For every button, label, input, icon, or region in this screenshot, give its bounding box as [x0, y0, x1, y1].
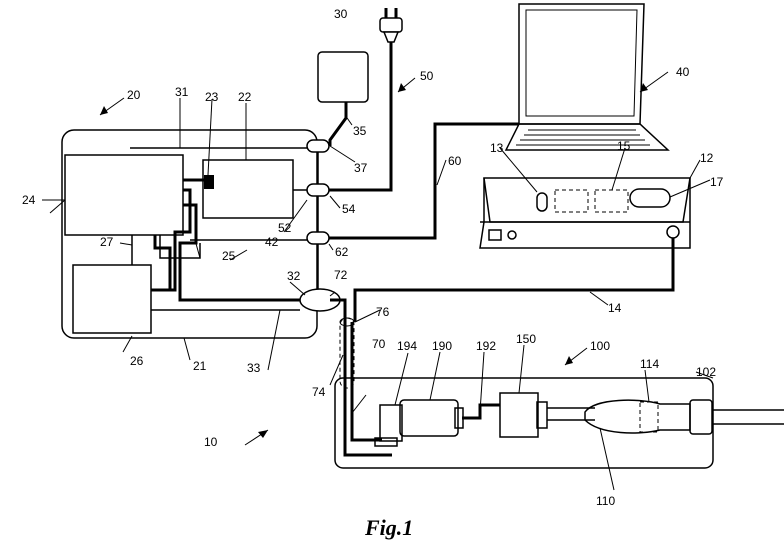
- label-70: 70: [372, 337, 386, 351]
- cable-192: [462, 405, 500, 418]
- label-40: 40: [676, 65, 690, 79]
- label-72: 72: [334, 268, 348, 282]
- control-unit-12: [480, 178, 690, 248]
- power-supply-30: [318, 52, 368, 102]
- label-17: 17: [710, 175, 724, 189]
- label-13: 13: [490, 141, 504, 155]
- label-76: 76: [376, 305, 390, 319]
- label-23: 23: [205, 90, 219, 104]
- label-150: 150: [516, 332, 536, 346]
- label-190: 190: [432, 339, 452, 353]
- label-33: 33: [247, 361, 261, 375]
- cable-35: [330, 102, 346, 146]
- label-21: 21: [193, 359, 207, 373]
- label-22: 22: [238, 90, 252, 104]
- label-10: 10: [204, 435, 218, 449]
- label-192: 192: [476, 339, 496, 353]
- cable-14: [355, 238, 673, 322]
- label-54: 54: [342, 202, 356, 216]
- component-194: [380, 405, 402, 441]
- laptop-40: [506, 4, 668, 150]
- plug-icon: [380, 8, 402, 42]
- label-30: 30: [334, 7, 348, 21]
- label-24: 24: [22, 193, 36, 207]
- label-27: 27: [100, 235, 114, 249]
- component-190: [400, 400, 458, 436]
- label-42: 42: [265, 235, 279, 249]
- label-74: 74: [312, 385, 326, 399]
- label-110: 110: [596, 494, 615, 508]
- label-194: 194: [397, 339, 417, 353]
- label-102: 102: [696, 365, 716, 379]
- label-60: 60: [448, 154, 462, 168]
- arrow-heads: [100, 83, 648, 438]
- label-20: 20: [127, 88, 141, 102]
- handpiece-110: [585, 400, 784, 434]
- label-50: 50: [420, 69, 434, 83]
- label-32: 32: [287, 269, 301, 283]
- component-22-box: [203, 160, 293, 218]
- component-24-box: [65, 155, 183, 235]
- ports: [300, 140, 340, 311]
- label-37: 37: [354, 161, 368, 175]
- label-12: 12: [700, 151, 714, 165]
- label-100: 100: [590, 339, 610, 353]
- component-26-box: [73, 265, 151, 333]
- component-150: [500, 393, 538, 437]
- figure-caption: Fig.1: [364, 515, 413, 540]
- label-31: 31: [175, 85, 189, 99]
- connector-23: [204, 175, 214, 189]
- label-15: 15: [617, 139, 631, 153]
- label-14: 14: [608, 301, 622, 315]
- label-114: 114: [640, 357, 659, 371]
- label-52: 52: [278, 221, 292, 235]
- label-62: 62: [335, 245, 349, 259]
- label-35: 35: [353, 124, 367, 138]
- label-26: 26: [130, 354, 144, 368]
- label-25: 25: [222, 249, 236, 263]
